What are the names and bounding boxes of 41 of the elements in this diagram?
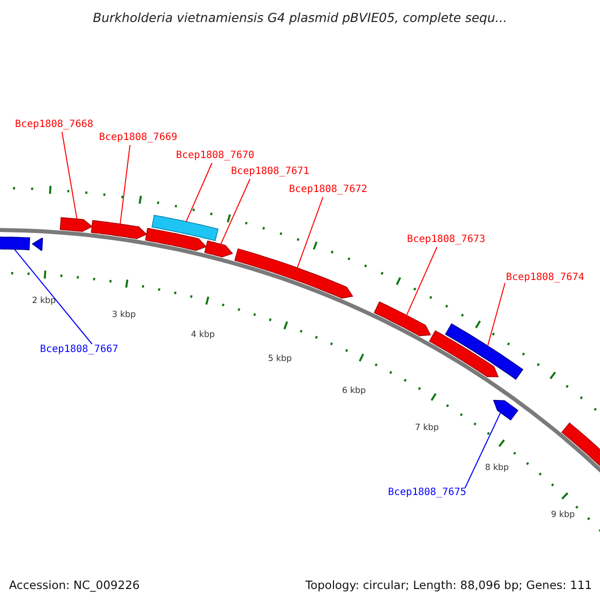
gene-label: Bcep1808_7675	[388, 487, 466, 499]
gene-label: Bcep1808_7668	[15, 119, 94, 131]
gene-feature	[60, 217, 93, 232]
leader-line	[406, 246, 438, 316]
gene-label: Bcep1808_7669	[99, 132, 178, 144]
gene-feature	[204, 240, 234, 258]
gene-bar	[152, 214, 219, 242]
gene-bar	[444, 323, 524, 380]
gene-feature	[374, 301, 432, 336]
scale-label: 6 kbp	[342, 386, 366, 396]
scale-label: 5 kbp	[268, 354, 292, 364]
leader-line	[62, 132, 78, 220]
scale-label: 2 kbp	[32, 296, 56, 306]
gene-feature	[0, 236, 30, 250]
scale-label: 3 kbp	[112, 310, 136, 320]
scale-label: 7 kbp	[415, 423, 439, 433]
gene-feature	[234, 248, 354, 299]
leader-line	[296, 196, 324, 268]
gene-feature	[145, 228, 207, 251]
gene-feature	[493, 400, 518, 421]
accession-text: Accession: NC_009226	[9, 578, 140, 592]
leader-line	[464, 412, 501, 488]
gene-label: Bcep1808_7674	[506, 272, 584, 284]
topology-text: Topology: circular; Length: 88,096 bp; Genes: 111	[305, 578, 592, 592]
gene-label: Bcep1808_7670	[176, 150, 254, 162]
gene-label: Bcep1808_7672	[289, 184, 368, 196]
gene-feature	[428, 330, 499, 378]
gene-feature	[90, 220, 148, 240]
leader-line	[487, 282, 506, 346]
scale-label: 8 kbp	[485, 463, 509, 473]
leader-line	[186, 162, 212, 222]
gene-feature	[32, 238, 43, 251]
scale-label: 4 kbp	[191, 330, 215, 340]
diagram-title: Burkholderia vietnamiensis G4 plasmid pBVIE05, complete sequ...	[92, 10, 508, 25]
leader-line	[120, 144, 130, 224]
gene-label: Bcep1808_7673	[407, 234, 486, 246]
gene-label: Bcep1808_7667	[40, 344, 118, 356]
leader-line	[220, 178, 250, 245]
leader-line	[14, 248, 92, 344]
scale-label: 9 kbp	[551, 510, 575, 520]
gene-label: Bcep1808_7671	[231, 166, 310, 178]
